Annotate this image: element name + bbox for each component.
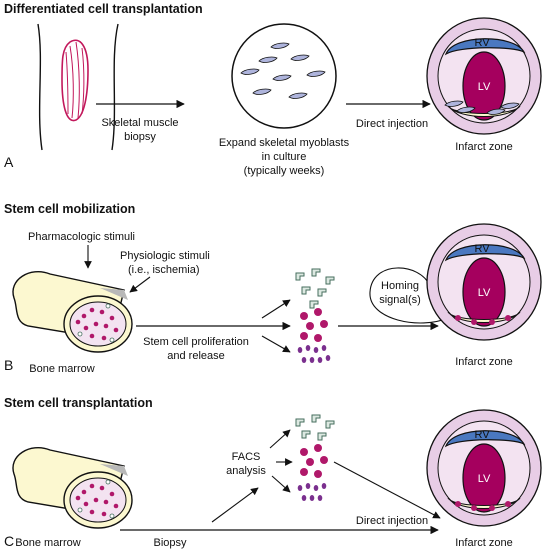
label-expand-2: in culture <box>262 151 307 163</box>
label-physiologic-stimuli-1: Physiologic stimuli <box>120 250 210 262</box>
heart-c-lv-label: LV <box>478 473 491 485</box>
heart-a-lv-label: LV <box>478 81 491 93</box>
panel-c: Stem cell transplantation Bone marrow C … <box>4 396 542 549</box>
magenta-cells-b <box>300 308 328 342</box>
teal-cells-b <box>295 268 335 309</box>
panel-a-letter: A <box>4 154 14 170</box>
arrow-to-facs <box>211 487 259 523</box>
label-bone-marrow-b: Bone marrow <box>29 363 94 375</box>
label-expand-3: (typically weeks) <box>244 165 325 177</box>
panel-a: Differentiated cell transplantation Skel… <box>4 2 542 177</box>
panel-a-heading: Differentiated cell transplantation <box>4 2 203 16</box>
label-physiologic-stimuli-2: (i.e., ischemia) <box>128 264 200 276</box>
panel-b: Stem cell mobilization Pharmacologic sti… <box>4 202 542 375</box>
violet-cells-b <box>297 345 331 363</box>
label-bone-marrow-c: Bone marrow <box>15 537 80 549</box>
skeletal-muscle-icon <box>61 39 89 122</box>
label-infarct-zone-c: Infarct zone <box>455 537 512 549</box>
label-direct-injection-c: Direct injection <box>356 515 428 527</box>
heart-c-rv-label: RV <box>474 429 490 441</box>
arrow-to-teal-cells-b <box>261 299 291 319</box>
label-proliferation-2: and release <box>167 350 225 362</box>
label-homing-1: Homing <box>381 280 419 292</box>
arrow-facs-teal <box>269 429 291 449</box>
leg-outline <box>37 23 119 151</box>
label-direct-injection-a: Direct injection <box>356 118 428 130</box>
label-skeletal-biopsy-2: biopsy <box>124 131 156 143</box>
heart-c: RV LV <box>426 409 542 527</box>
panel-b-heading: Stem cell mobilization <box>4 202 135 216</box>
label-facs-1: FACS <box>232 451 261 463</box>
magenta-cells-c <box>300 444 328 478</box>
label-facs-2: analysis <box>226 465 266 477</box>
panel-c-heading: Stem cell transplantation <box>4 396 153 410</box>
panel-c-letter: C <box>4 533 14 549</box>
arrow-to-violet-cells-b <box>261 335 291 353</box>
label-expand-1: Expand skeletal myoblasts <box>219 137 350 149</box>
label-skeletal-biopsy-1: Skeletal muscle <box>101 117 178 129</box>
panel-b-letter: B <box>4 357 13 373</box>
arrow-facs-violet <box>271 475 291 493</box>
teal-cells-c <box>295 414 335 441</box>
heart-b-lv-label: LV <box>478 287 491 299</box>
label-proliferation-1: Stem cell proliferation <box>143 336 249 348</box>
arrow-cells-to-heart-c <box>333 461 441 519</box>
heart-b-rv-label: RV <box>474 243 490 255</box>
label-homing-2: signal(s) <box>379 294 421 306</box>
heart-b: RV LV <box>426 223 542 341</box>
bone-marrow-c <box>12 447 133 529</box>
label-biopsy-c: Biopsy <box>153 537 187 549</box>
label-infarct-zone-b: Infarct zone <box>455 356 512 368</box>
heart-a: RV LV <box>426 17 542 135</box>
heart-a-rv-label: RV <box>474 37 490 49</box>
arrow-physiologic <box>129 276 151 293</box>
label-infarct-zone-a: Infarct zone <box>455 141 512 153</box>
culture-dish <box>231 23 337 129</box>
bone-marrow-b <box>12 271 133 353</box>
violet-cells-c <box>297 483 327 501</box>
label-pharmacologic-stimuli: Pharmacologic stimuli <box>28 231 135 243</box>
